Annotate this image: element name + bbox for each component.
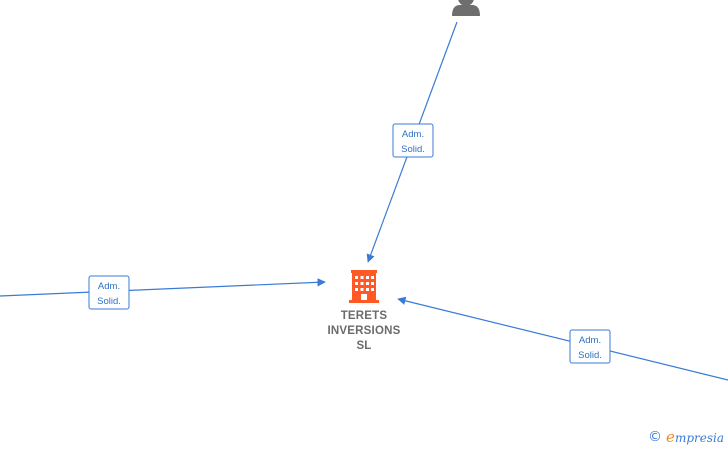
edge-top-label-line-1: Adm.	[402, 129, 424, 140]
company-node[interactable]	[349, 270, 379, 303]
empresia-watermark: © empresia	[648, 428, 724, 446]
edge-left: Adm. Solid.	[0, 275, 326, 310]
edge-right-label-line-2: Solid.	[578, 350, 602, 361]
copyright-icon: ©	[648, 429, 663, 445]
edge-left-label-box	[88, 275, 130, 310]
edge-left-label-line-2: Solid.	[97, 296, 121, 307]
company-name-line-3: SL	[356, 340, 372, 352]
edge-left-label[interactable]: Adm. Solid.	[88, 275, 130, 310]
edge-right-label[interactable]: Adm. Solid.	[569, 329, 611, 364]
edge-top-label[interactable]: Adm. Solid.	[392, 123, 434, 158]
edge-right-line	[397, 296, 728, 381]
edge-right-label-box	[569, 329, 611, 364]
edge-right-label-line-1: Adm.	[579, 335, 601, 346]
brand-logo-rest: mpresia	[674, 430, 724, 445]
company-name-line-2: INVERSIONS	[327, 325, 401, 337]
company-name-line-1: TERETS	[340, 310, 388, 322]
brand-logo-initial: e	[666, 427, 675, 446]
person-node[interactable]	[452, 0, 480, 16]
edge-left-label-line-1: Adm.	[98, 281, 120, 292]
edge-top: Adm. Solid.	[366, 21, 458, 263]
person-icon	[452, 0, 480, 16]
company-name[interactable]: TERETS INVERSIONS SL	[306, 309, 422, 354]
edge-top-label-box	[392, 123, 434, 158]
building-icon	[349, 270, 379, 303]
edge-left-line	[0, 278, 326, 297]
edge-right: Adm. Solid.	[397, 296, 728, 381]
brand-logo: empresia	[666, 428, 724, 447]
edge-top-label-line-2: Solid.	[401, 144, 425, 155]
